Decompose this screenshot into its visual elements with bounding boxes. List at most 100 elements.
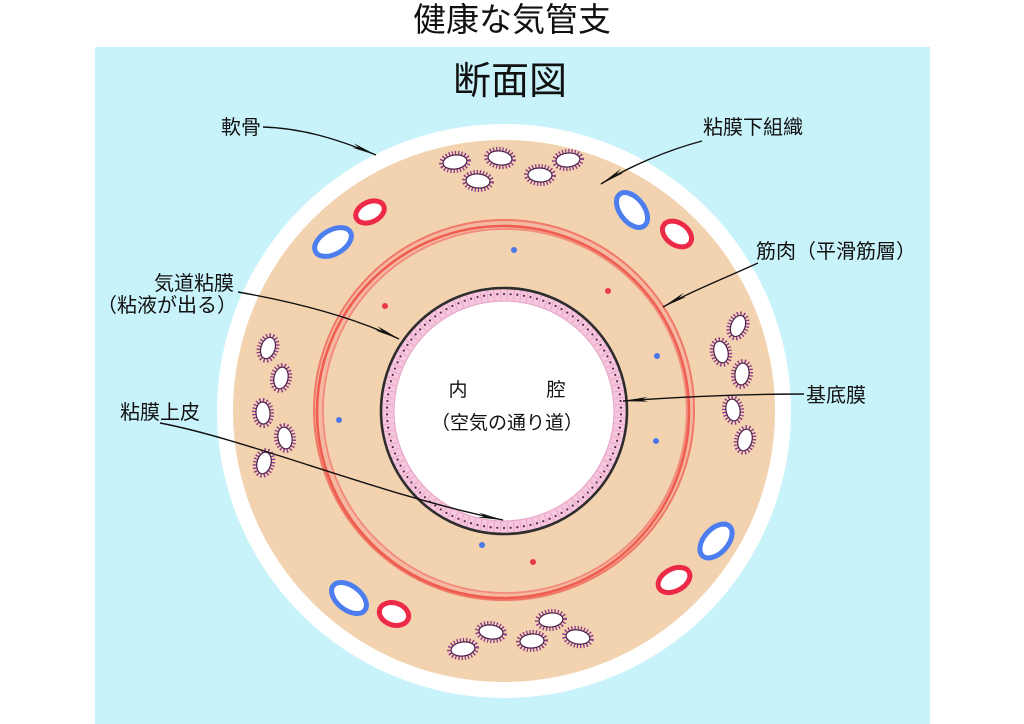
epithelial-cell-nucleus xyxy=(482,525,486,528)
gland-duct xyxy=(729,314,747,338)
gland-duct xyxy=(555,152,581,168)
smooth-muscle-layer xyxy=(313,219,695,602)
gland-duct xyxy=(478,624,504,640)
epithelial-cell-border xyxy=(385,435,396,440)
epithelial-cell-border xyxy=(566,502,574,512)
gland-duct xyxy=(450,641,476,657)
epithelial-cell-border xyxy=(560,306,568,317)
epithelial-cell-nucleus xyxy=(582,323,585,326)
annotations: 軟骨 粘膜下組織 筋肉（平滑筋層） 気道粘膜 （粘液が出る） 基底膜 粘膜上皮 xyxy=(97,115,916,521)
epithelial-cell-border xyxy=(493,521,495,533)
gland-fringe xyxy=(535,608,567,632)
gland-duct xyxy=(259,336,277,360)
gland xyxy=(251,398,275,428)
epithelial-cell-nucleus xyxy=(423,496,426,499)
epithelial-cell-border xyxy=(386,376,398,381)
epithelial-cell-nucleus xyxy=(542,520,545,523)
submucosa-pointer-arrow xyxy=(600,140,703,185)
epithelial-cell-nucleus xyxy=(591,486,594,489)
epithelial-cell-nucleus xyxy=(586,328,590,331)
epithelial-cell-border xyxy=(581,323,590,332)
artery xyxy=(376,600,412,628)
epithelial-cell-border xyxy=(543,297,549,308)
epithelial-cell-border xyxy=(383,389,395,393)
epithelial-cell-border xyxy=(386,441,398,446)
airway-mucosa-note: （粘液が出る） xyxy=(97,293,237,317)
gland xyxy=(535,608,567,632)
cartilage-pointer-arrow xyxy=(262,126,377,156)
epithelial-cell-nucleus xyxy=(387,426,390,429)
epithelial-cell-nucleus xyxy=(439,311,442,314)
epithelial-cell-nucleus xyxy=(393,452,397,455)
epithelial-cell-border xyxy=(576,494,585,504)
epithelial-cell-nucleus xyxy=(418,328,422,331)
gland xyxy=(726,311,750,341)
epithelial-cell-border xyxy=(589,480,599,489)
gland-fringe xyxy=(484,146,516,170)
epithelial-cell-nucleus xyxy=(619,406,623,409)
epithelial-cell-nucleus xyxy=(428,319,432,322)
epithelial-cell-nucleus xyxy=(469,522,473,525)
epithelial-cell-border xyxy=(600,350,611,357)
gland-fringe xyxy=(252,448,276,478)
epithelial-cell-nucleus xyxy=(418,491,422,494)
epithelial-cell-border xyxy=(382,403,394,406)
epithelial-cell-border xyxy=(525,519,529,531)
epithelial-cell-nucleus xyxy=(576,319,580,322)
epithelial-cell-border xyxy=(600,465,611,472)
epithelial-cell-nucleus xyxy=(445,511,448,514)
epithelial-cell-nucleus xyxy=(611,452,615,455)
epithelial-cell-border xyxy=(434,310,442,320)
epithelial-cell-border xyxy=(597,344,607,352)
epithelial-cell-nucleus xyxy=(542,299,545,302)
basement-membrane-line xyxy=(379,286,629,536)
gland-fringe xyxy=(462,169,494,193)
epithelial-cell-nucleus xyxy=(463,299,466,302)
epithelial-cell-border xyxy=(394,459,405,466)
epithelial-cell-border xyxy=(440,306,448,317)
capillary-dot xyxy=(511,247,517,253)
epithelial-cell-border xyxy=(409,333,419,342)
gland xyxy=(273,423,297,453)
epithelial-cell-border xyxy=(585,328,595,337)
epithelial-cell-nucleus xyxy=(399,355,402,358)
epithelial-cell-border xyxy=(446,302,453,314)
gland-duct xyxy=(527,167,553,183)
gland-fringe xyxy=(730,359,754,389)
gland-duct xyxy=(465,173,491,189)
vein xyxy=(697,521,735,561)
epithelial-cell-nucleus xyxy=(496,526,499,529)
gland-fringe xyxy=(726,311,750,341)
epithelial-cell-nucleus xyxy=(451,514,454,518)
epithelial-cell-nucleus xyxy=(603,470,606,473)
gland xyxy=(552,148,584,172)
capillary-dot xyxy=(654,353,660,359)
epithelial-cell-border xyxy=(519,290,522,302)
epithelial-cell-nucleus xyxy=(502,526,506,530)
epithelial-cell-border xyxy=(472,518,477,530)
epithelial-cell-nucleus xyxy=(388,386,391,389)
vein xyxy=(312,225,354,259)
epithelial-cell-border xyxy=(465,516,471,528)
gland xyxy=(730,359,754,389)
epithelium-pointer-arrow xyxy=(159,422,504,521)
epithelial-cell-nucleus xyxy=(599,475,602,479)
epithelial-cell-nucleus xyxy=(614,373,617,376)
epithelial-cell-nucleus xyxy=(560,511,563,514)
epithelial-cell-nucleus xyxy=(391,373,394,376)
epithelial-cell-nucleus xyxy=(434,315,437,318)
epithelial-cell-nucleus xyxy=(388,433,391,436)
epithelial-cell-nucleus xyxy=(529,295,532,299)
epithelial-cell-border xyxy=(405,475,415,484)
epithelial-cell-border xyxy=(418,323,427,332)
capillary-dot xyxy=(479,542,485,548)
epithelial-cell-nucleus xyxy=(619,419,622,423)
epithelial-cell-nucleus xyxy=(489,293,492,296)
vein xyxy=(329,579,369,617)
vein xyxy=(613,190,651,230)
capillary-dot xyxy=(653,438,659,444)
epithelial-cell-border xyxy=(531,518,536,530)
gland-duct xyxy=(737,428,753,452)
gland xyxy=(524,163,556,187)
epithelial-cell-nucleus xyxy=(402,470,405,473)
